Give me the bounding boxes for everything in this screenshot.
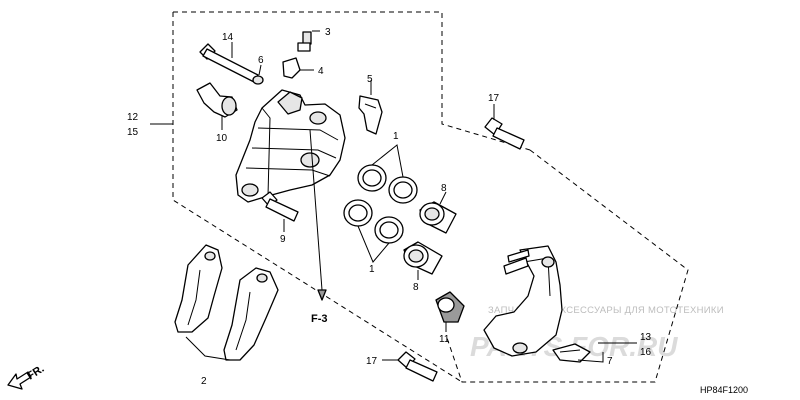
diagram-code: HP84F1200 xyxy=(700,385,748,395)
assembly-boundary-right xyxy=(445,149,689,383)
part-bleeder-valve xyxy=(297,31,312,52)
part-piston-upper xyxy=(419,201,457,234)
part-pin-bolt xyxy=(261,191,299,222)
callout-1-top: 1 xyxy=(393,131,399,142)
part-caliper-body xyxy=(235,89,346,203)
part-bleeder-cap xyxy=(282,57,301,79)
leader-section-ref xyxy=(309,129,323,291)
part-brake-pad-right xyxy=(223,267,279,361)
section-ref-arrow xyxy=(317,289,327,301)
callout-6: 6 xyxy=(258,55,264,66)
leader-6 xyxy=(258,64,262,76)
part-brake-pad-left xyxy=(174,244,223,333)
part-caliper-bracket xyxy=(483,245,563,357)
leader-7 xyxy=(577,352,604,363)
callout-16: 16 xyxy=(640,347,652,358)
callout-1-bottom: 1 xyxy=(369,264,375,275)
part-pin-boot xyxy=(196,82,238,118)
leader-2 xyxy=(185,336,231,361)
part-pad-retainer xyxy=(552,343,591,363)
section-ref-label: F-3 xyxy=(311,313,328,325)
callout-8-top: 8 xyxy=(441,183,447,194)
callout-12: 12 xyxy=(127,112,139,123)
callout-2: 2 xyxy=(201,376,207,387)
callout-17-top: 17 xyxy=(488,93,500,104)
part-piston-lower xyxy=(403,241,443,275)
callout-14: 14 xyxy=(222,32,234,43)
part-bolt-upper xyxy=(484,117,525,150)
callout-10: 10 xyxy=(216,133,228,144)
callout-17-bottom: 17 xyxy=(366,356,378,367)
part-piston-seals xyxy=(343,164,418,244)
watermark-tagline: ЗАПЧАСТИ И АКСЕССУАРЫ ДЛЯ МОТОТЕХНИКИ xyxy=(488,305,724,316)
front-arrow-icon xyxy=(7,371,32,390)
callout-15: 15 xyxy=(127,127,139,138)
callout-5: 5 xyxy=(367,74,373,85)
callout-9: 9 xyxy=(280,234,286,245)
front-direction-marker: FR. xyxy=(7,363,47,390)
part-seal-small xyxy=(252,75,264,85)
assembly-boundary-top xyxy=(173,11,531,151)
part-pad-spring xyxy=(358,95,383,135)
callout-3: 3 xyxy=(325,27,331,38)
part-bracket-boot xyxy=(435,291,465,323)
callout-8-bottom: 8 xyxy=(413,282,419,293)
part-bolt-lower xyxy=(397,351,438,382)
callout-7: 7 xyxy=(607,356,613,367)
front-marker-label: FR. xyxy=(25,363,46,383)
callout-4: 4 xyxy=(318,66,324,77)
leader-1-bottom xyxy=(357,225,390,263)
leader-1-top xyxy=(371,144,404,178)
callout-13: 13 xyxy=(640,332,652,343)
assembly-boundary-left xyxy=(172,12,463,383)
callout-11: 11 xyxy=(439,334,450,345)
part-slide-pin xyxy=(199,43,259,83)
leader-8-top xyxy=(439,191,447,205)
